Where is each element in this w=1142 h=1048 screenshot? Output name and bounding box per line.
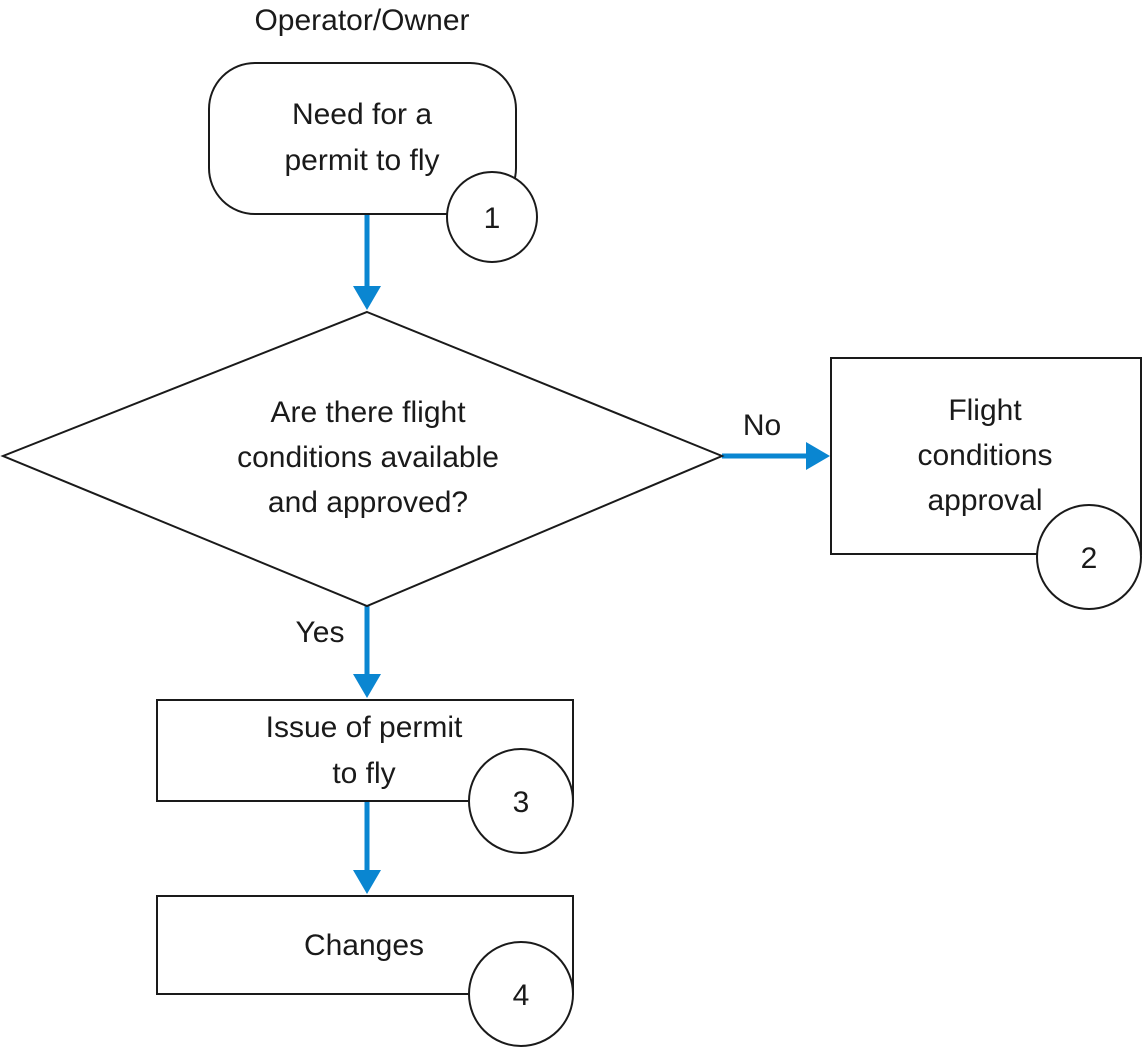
- decision-line-3: and approved?: [268, 486, 468, 519]
- node-need-permit-line-2: permit to fly: [284, 144, 439, 177]
- decision-line-1: Are there flight: [270, 396, 466, 429]
- diagram-title: Operator/Owner: [254, 4, 469, 37]
- node-flight-conditions-approval: Flight conditions approval 2: [830, 357, 1142, 610]
- connector-decision-to-approval: [722, 442, 830, 470]
- node-need-permit-line-1: Need for a: [292, 98, 432, 131]
- decision-line-2: conditions available: [237, 441, 499, 474]
- node-need-permit: Need for a permit to fly 1: [208, 62, 538, 263]
- step-badge-3: [468, 748, 574, 854]
- connector-decision-to-issue: [353, 606, 381, 698]
- connector-issue-to-changes: [353, 801, 381, 894]
- step-number-3: 3: [513, 786, 530, 819]
- step-number-2: 2: [1081, 542, 1098, 575]
- node-changes: Changes 4: [156, 895, 574, 1047]
- node-issue-permit: Issue of permit to fly 3: [156, 699, 574, 854]
- step-badge-1: [446, 171, 538, 263]
- node-issue-line-2: to fly: [332, 757, 395, 790]
- node-issue-line-1: Issue of permit: [266, 711, 463, 744]
- step-badge-2: [1036, 504, 1142, 610]
- edge-label-yes: Yes: [296, 616, 345, 649]
- step-badge-4: [468, 941, 574, 1047]
- node-decision: Are there flight conditions available an…: [0, 310, 725, 608]
- node-approval-line-2: conditions: [917, 439, 1052, 472]
- decision-diamond: [0, 310, 725, 608]
- step-number-1: 1: [484, 202, 501, 235]
- node-changes-line-1: Changes: [304, 929, 424, 962]
- node-need-permit-box: [208, 62, 517, 215]
- connector-start-to-decision: [353, 214, 381, 310]
- node-approval-line-1: Flight: [948, 394, 1022, 427]
- node-approval-line-3: approval: [927, 484, 1042, 517]
- step-number-4: 4: [513, 979, 530, 1012]
- edge-label-no: No: [743, 409, 781, 442]
- node-issue-box: [156, 699, 574, 802]
